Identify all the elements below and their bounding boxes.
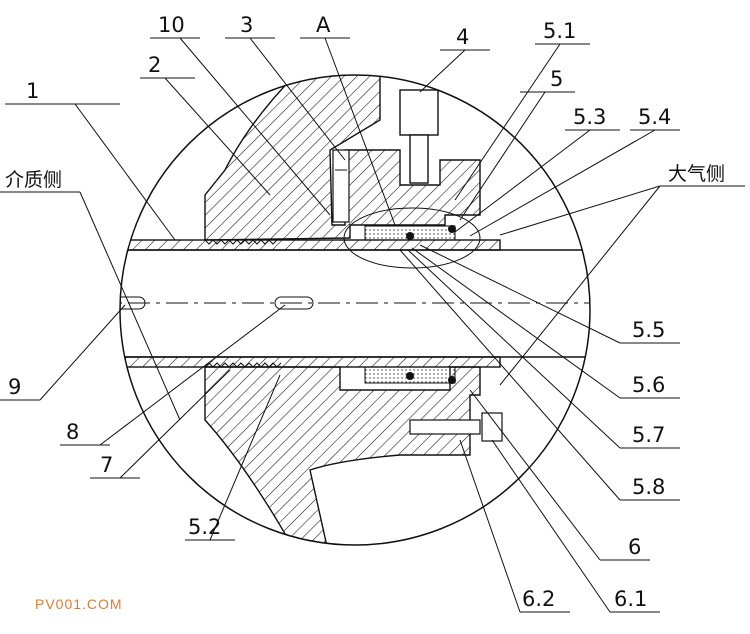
label-5-2: 5.2 (188, 515, 221, 539)
keyway-8 (274, 296, 314, 310)
label-7: 7 (100, 453, 113, 477)
label-6: 6 (628, 535, 641, 559)
label-6-2: 6.2 (522, 587, 555, 611)
upper-shaft-sleeve (120, 239, 501, 251)
label-9: 9 (8, 375, 21, 399)
lower-shaft-sleeve (120, 356, 501, 368)
bolt-6-1 (409, 419, 481, 435)
label-5-7: 5.7 (632, 423, 665, 447)
label-5-3: 5.3 (573, 105, 606, 129)
lower-housing (204, 366, 481, 545)
label-10: 10 (158, 13, 185, 37)
fitting-4-body (399, 89, 439, 136)
detail-a-ellipse (343, 207, 481, 269)
label-5: 5 (550, 67, 563, 91)
watermark: PV001.COM (35, 596, 123, 612)
sleeve-teeth-upper (204, 239, 278, 245)
upper-housing-part-2 (204, 75, 481, 241)
label-a: A (316, 13, 331, 37)
oring-lower-b (448, 376, 456, 384)
label-5-8: 5.8 (632, 475, 665, 499)
label-5-4: 5.4 (638, 105, 671, 129)
label-1: 1 (26, 79, 39, 103)
label-5-5: 5.5 (632, 318, 665, 342)
keyway-9 (120, 296, 146, 310)
oring-lower-a (406, 372, 414, 380)
label-medium-side: 介质侧 (5, 169, 62, 191)
label-5-1: 5.1 (543, 19, 576, 43)
oring-upper-b (448, 225, 456, 233)
oring-upper-a (406, 232, 414, 240)
fitting-4-stem (409, 134, 429, 184)
label-4: 4 (456, 25, 469, 49)
sleeve-teeth-lower (204, 362, 282, 368)
leader-lines (0, 37, 745, 613)
label-5-6: 5.6 (632, 373, 665, 397)
nut-6 (481, 412, 503, 442)
detail-boundary-circle (119, 74, 591, 546)
label-8: 8 (66, 420, 79, 444)
label-3: 3 (240, 13, 253, 37)
label-atmosphere-side: 大气侧 (668, 163, 725, 185)
section-body (120, 75, 590, 545)
bolt-3 (332, 149, 350, 223)
label-6-1: 6.1 (614, 587, 647, 611)
label-2: 2 (148, 53, 161, 77)
